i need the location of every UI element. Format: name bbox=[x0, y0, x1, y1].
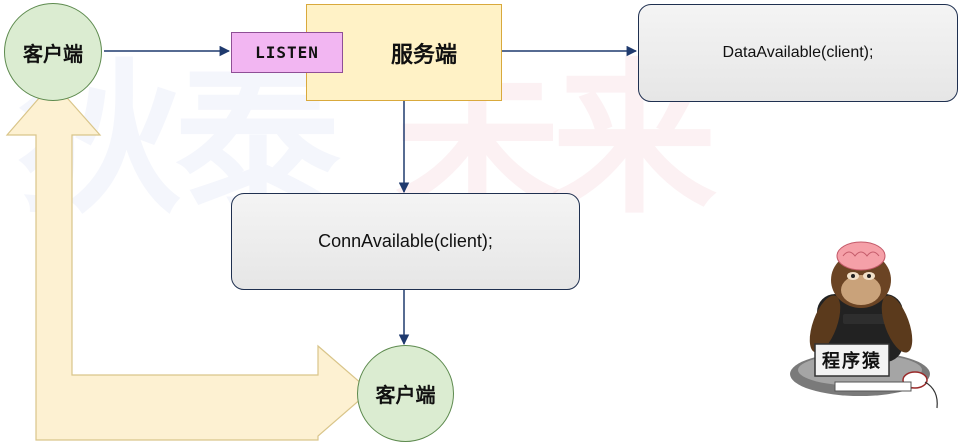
data-available-box: DataAvailable(client); bbox=[638, 4, 958, 102]
programmer-monkey-illustration: 程序猿 bbox=[790, 241, 938, 409]
listen-label: LISTEN bbox=[231, 32, 343, 73]
conn-available-box: ConnAvailable(client); bbox=[231, 193, 580, 290]
programmer-sign: 程序猿 bbox=[822, 350, 882, 372]
client-node-top: 客户端 bbox=[4, 3, 102, 101]
client-node-bottom: 客户端 bbox=[357, 345, 454, 442]
loop-arrow bbox=[5, 81, 371, 441]
